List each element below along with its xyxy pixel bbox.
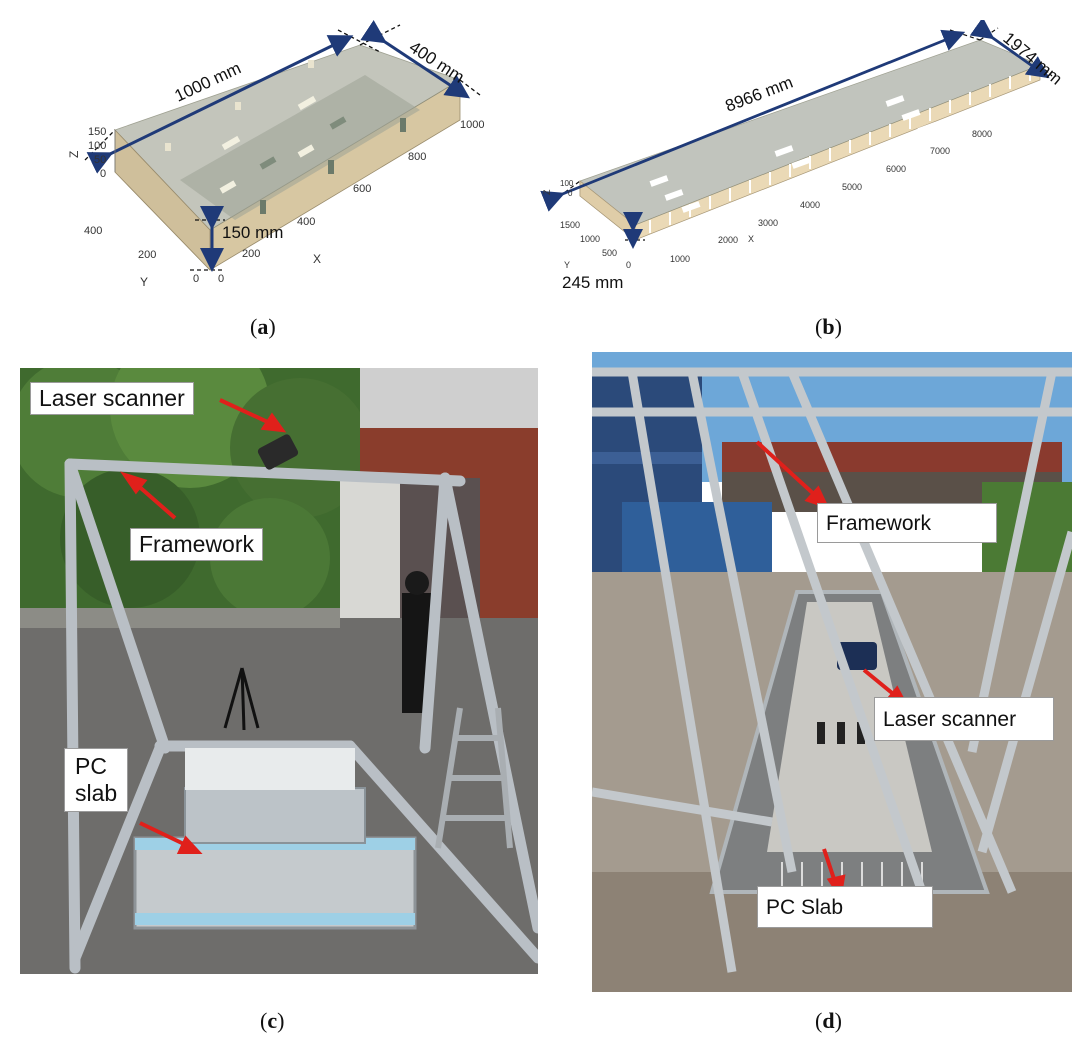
photo-d-illustration [592,352,1072,992]
y-tick: 400 [84,225,102,237]
y-tick: 0 [626,260,631,270]
dimension-extension [359,24,401,46]
y-axis-label: Y [140,275,148,289]
y-axis-label: Y [564,260,570,270]
x-tick: 800 [408,151,426,163]
callout-pc-slab-line2: slab [75,780,118,806]
z-tick: 50 [94,154,106,166]
callout-pc-slab: PC slab [64,748,129,812]
slab-notch [328,160,334,174]
x-tick: 600 [353,183,371,195]
x-tick: 400 [297,216,315,228]
x-axis-label: X [313,252,321,266]
x-tick: 8000 [972,129,992,139]
callout-framework: Framework [817,503,997,543]
pc-slab [184,787,366,844]
framework [592,367,1072,973]
slab-model-b-figure: 8966 mm 1974 mm 245 mm 100 0 Z 1500 1000… [540,17,1066,292]
z-axis-label: Z [67,151,81,158]
photo-d-factory-setup: Framework Laser scanner PC Slab [592,352,1072,992]
y-tick: 500 [602,248,617,258]
x-tick: 1000 [670,254,690,264]
slab-notch [235,102,241,110]
caption-a: (a) [250,314,276,339]
x-tick: 200 [242,248,260,260]
z-axis-label: Z [542,189,552,195]
rebar-ends [781,862,923,887]
caption-b: (b) [815,314,842,339]
y-tick: 1500 [560,220,580,230]
z-tick: 150 [88,126,106,138]
z-tick: 0 [568,189,573,198]
x-tick: 7000 [930,146,950,156]
slab-top-face [579,39,1041,226]
dimension-label-height: 150 mm [222,223,283,242]
callout-arrows [120,398,287,854]
x-tick: 2000 [718,235,738,245]
x-tick: 0 [218,273,224,285]
x-tick: 4000 [800,200,820,210]
dimension-extension [337,29,381,53]
y-tick: 200 [138,249,156,261]
ladder [435,707,513,849]
dimension-arrow-length [540,29,966,212]
photo-c-illustration [20,368,538,974]
x-tick: 6000 [886,164,906,174]
callout-laser-scanner: Laser scanner [874,697,1054,741]
panel-b-slab-model: 8966 mm 1974 mm 245 mm 100 0 Z 1500 1000… [540,17,1085,310]
panel-a-slab-model: 1000 mm 400 mm 150 mm 150 100 50 0 Z 400… [60,20,500,310]
slab-opening [219,180,237,194]
caption-c: (c) [260,1008,285,1033]
slab-notch [308,60,314,68]
z-tick: 100 [88,140,106,152]
x-axis-label: X [748,234,754,244]
callout-laser-scanner: Laser scanner [30,382,194,415]
x-tick: 1000 [460,119,484,131]
dimension-arrow-width [360,20,471,99]
tripod [223,667,260,731]
slab-notch [400,118,406,132]
laser-scanner-device [257,434,299,470]
framework [64,458,538,974]
callout-pc-slab: PC Slab [757,886,933,928]
callout-pc-slab-line1: PC [75,753,107,779]
caption-d: (d) [815,1008,842,1033]
dimension-label-height: 245 mm [562,273,623,292]
y-tick: 1000 [580,234,600,244]
callout-framework: Framework [130,528,264,561]
slab-notch [165,143,171,151]
x-tick: 5000 [842,182,862,192]
x-tick: 3000 [758,218,778,228]
photo-c-outdoor-setup: Laser scanner Framework PC slab [20,368,538,974]
dimension-arrow-width [969,17,1050,79]
y-tick: 0 [193,273,199,285]
z-tick: 100 [560,179,574,188]
slab-model-a-figure: 1000 mm 400 mm 150 mm 150 100 50 0 Z 400… [67,20,484,289]
dimension-arrow-length [86,35,354,174]
slab-notch [260,200,266,214]
z-tick: 0 [100,168,106,180]
